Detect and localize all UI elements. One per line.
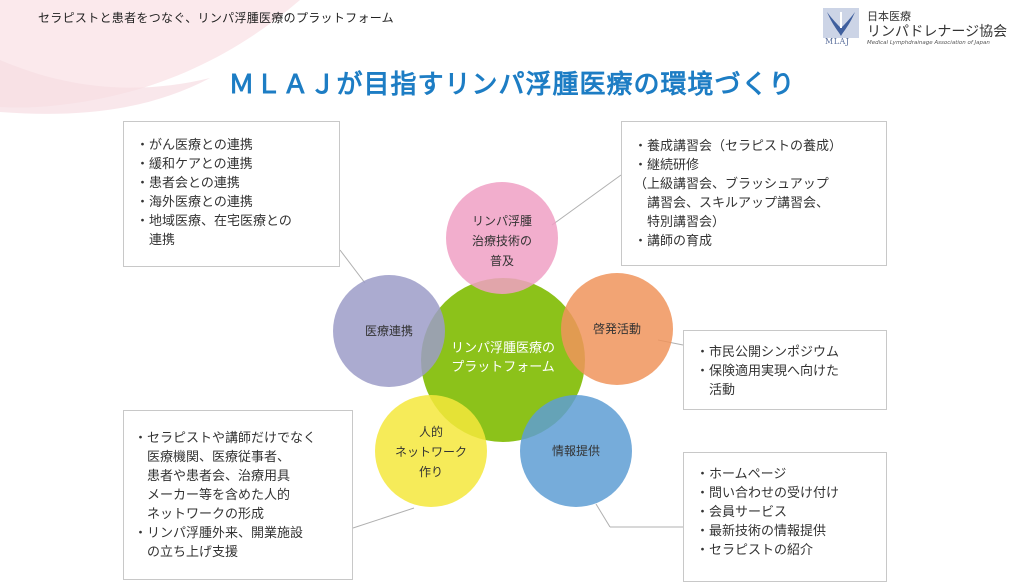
list-item: ・保険適用実現へ向けた <box>696 364 840 379</box>
list-item: ・地域医療、在宅医療との <box>136 214 292 229</box>
list-item: ・養成講習会（セラピストの養成） <box>634 139 843 154</box>
connector-top-left <box>339 249 366 284</box>
circle-human-network <box>375 395 487 507</box>
list-item: の立ち上げ支援 <box>134 545 239 560</box>
list-item: ・リンパ浮腫外来、開業施設 <box>134 526 304 541</box>
list-item: ・ホームページ <box>696 467 787 482</box>
list-item: メーカー等を含めた人的 <box>134 488 291 503</box>
logo-mark-icon <box>823 8 859 38</box>
connector-bottom-right-2 <box>595 503 611 528</box>
top-label-line-1: リンパ浮腫 <box>472 214 532 228</box>
list-item: 連携 <box>136 233 176 248</box>
list-item: ・講師の育成 <box>634 234 713 249</box>
list-item: ・セラピストの紹介 <box>696 543 814 558</box>
bottom-right-label: 情報提供 <box>552 443 600 458</box>
connector-top-right <box>551 174 622 226</box>
list-item: ・緩和ケアとの連携 <box>136 157 253 172</box>
logo-abbreviation: MLAJ <box>825 37 850 46</box>
list-item: 医療機関、医療従事者、 <box>134 450 291 465</box>
page-title: ＭＬＡＪが目指すリンパ浮腫医療の環境づくり <box>228 70 796 100</box>
top-label-line-2: 治療技術の <box>472 234 532 248</box>
list-item: ・セラピストや講師だけでなく <box>134 431 317 446</box>
logo-line-1: 日本医療 <box>867 10 911 23</box>
box-human-network: ・セラピストや講師だけでなく 医療機関、医療従事者、 患者や患者会、治療用具 メ… <box>123 410 353 580</box>
list-item: ・患者会との連携 <box>136 176 240 191</box>
list-item: 講習会、スキルアップ講習会、 <box>634 196 830 211</box>
right-label: 啓発活動 <box>593 321 641 336</box>
list-item: ・最新技術の情報提供 <box>696 524 827 539</box>
logo-line-2: リンパドレナージ協会 <box>867 24 1008 40</box>
list-item: ・海外医療との連携 <box>136 195 253 210</box>
circle-awareness-activities <box>561 273 673 385</box>
list-item: （上級講習会、ブラッシュアップ <box>634 177 829 192</box>
circle-medical-cooperation <box>333 275 445 387</box>
center-label-line-2: プラットフォーム <box>451 360 555 375</box>
bottom-left-label-line-1: 人的 <box>419 424 443 439</box>
center-circle <box>421 278 585 442</box>
bottom-left-label-line-3: 作り <box>419 465 443 479</box>
center-label-line-1: リンパ浮腫医療の <box>451 340 555 356</box>
logo-line-3: Medical Lymphdrainage Association of Jap… <box>867 40 990 46</box>
list-item: 活動 <box>696 383 736 398</box>
list-item: ・がん医療との連携 <box>136 138 253 153</box>
box-information-provision: ・ホームページ ・問い合わせの受け付け ・会員サービス ・最新技術の情報提供 ・… <box>683 452 887 582</box>
box-awareness-activities: ・市民公開シンポジウム ・保険適用実現へ向けた 活動 <box>683 330 887 410</box>
list-item: ・市民公開シンポジウム <box>696 345 840 360</box>
circle-treatment-spread <box>446 182 558 294</box>
left-label: 医療連携 <box>365 323 413 338</box>
list-item: 特別講習会） <box>634 215 726 230</box>
box-treatment-spread: ・養成講習会（セラピストの養成） ・継続研修 （上級講習会、ブラッシュアップ 講… <box>621 121 887 266</box>
list-item: ・継続研修 <box>634 158 700 173</box>
tagline: セラピストと患者をつなぐ、リンパ浮腫医療のプラットフォーム <box>38 11 394 25</box>
box-medical-cooperation: ・がん医療との連携 ・緩和ケアとの連携 ・患者会との連携 ・海外医療との連携 ・… <box>123 121 340 267</box>
list-item: ・問い合わせの受け付け <box>696 486 840 501</box>
connector-bottom-left <box>352 507 415 529</box>
bottom-left-label-line-2: ネットワーク <box>395 445 467 459</box>
list-item: ・会員サービス <box>696 505 788 520</box>
list-item: 患者や患者会、治療用具 <box>134 469 291 484</box>
circle-information-provision <box>520 395 632 507</box>
list-item: ネットワークの形成 <box>134 507 265 522</box>
top-label-line-3: 普及 <box>490 254 514 268</box>
logo: MLAJ 日本医療 リンパドレナージ協会 Medical Lymphdraina… <box>823 6 1023 50</box>
